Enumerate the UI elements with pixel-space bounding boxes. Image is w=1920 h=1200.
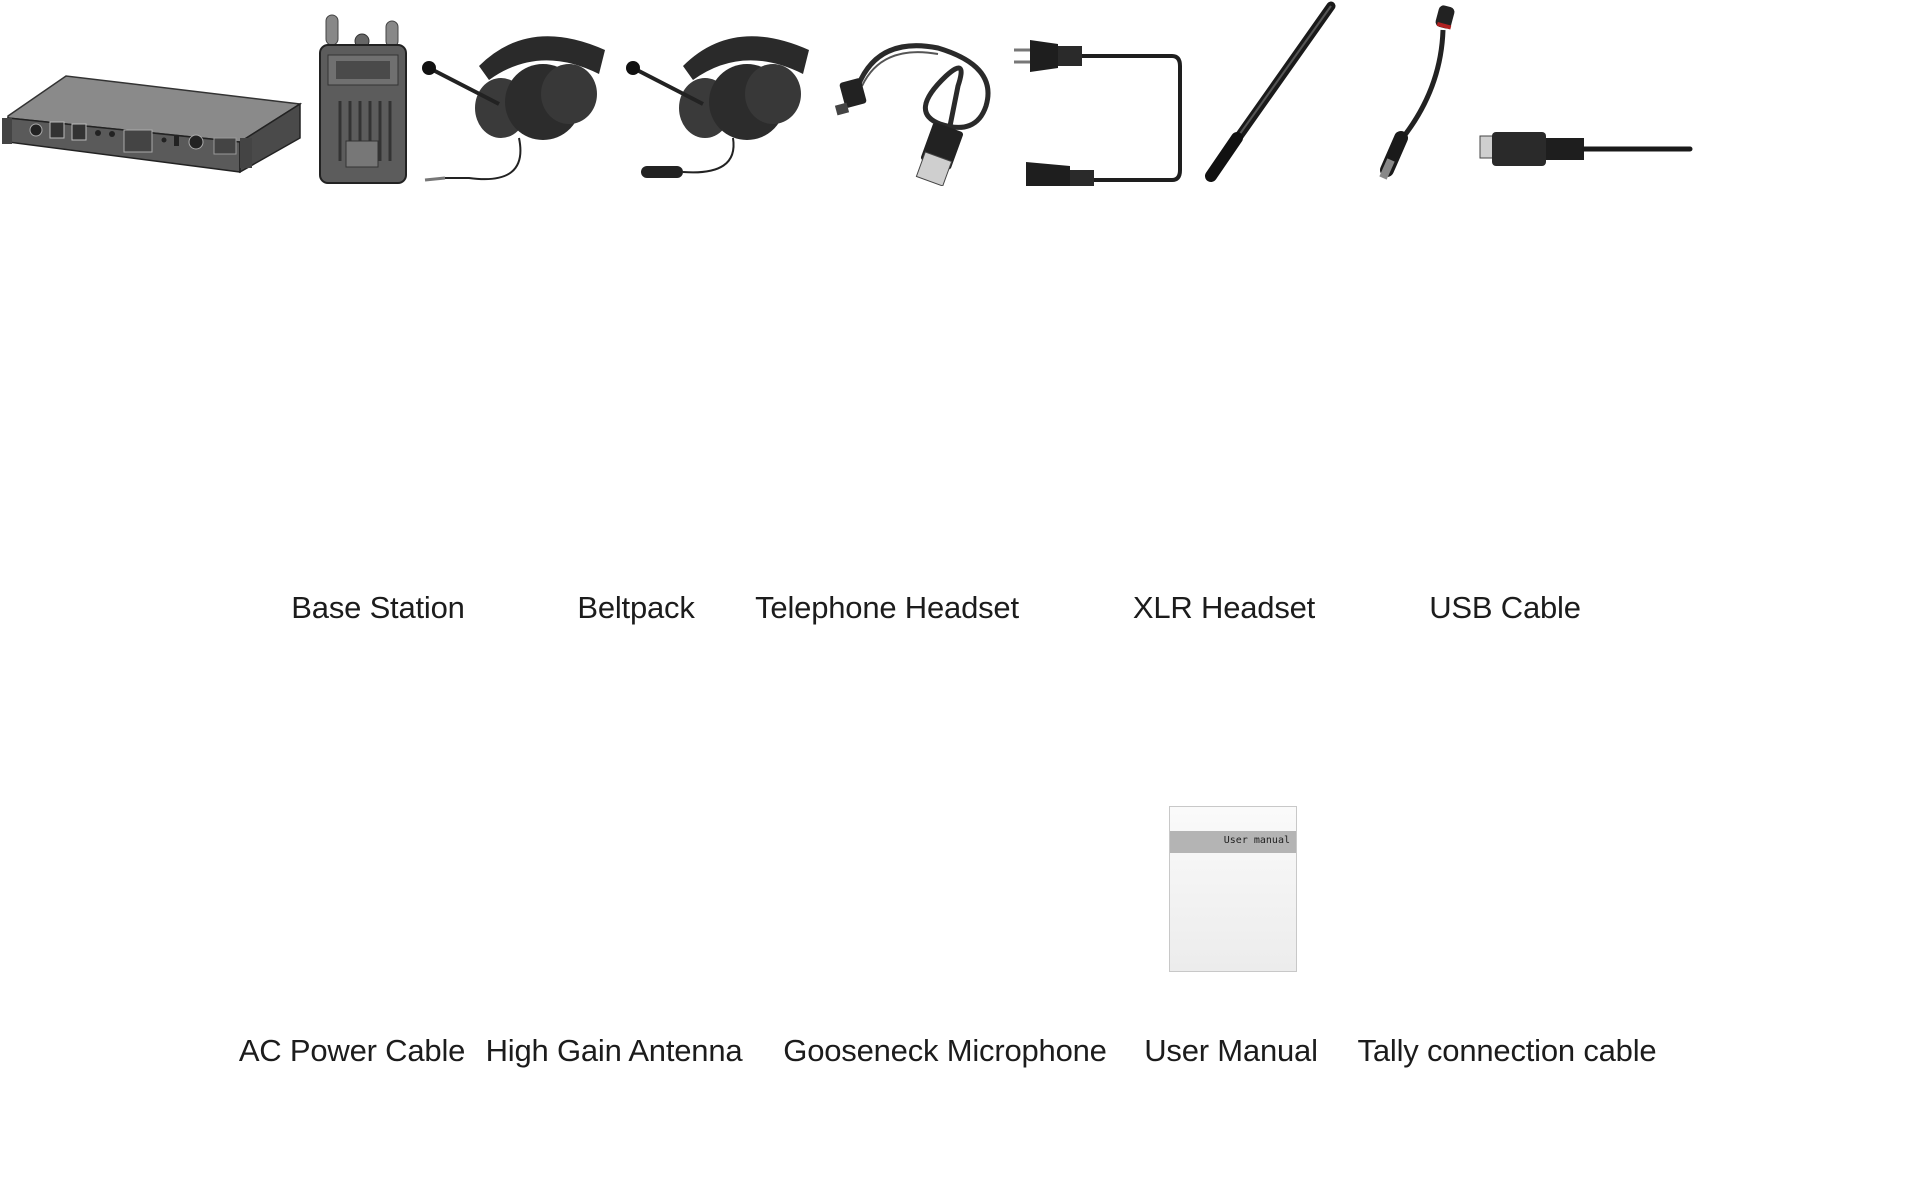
telephone-headset-label: Telephone Headset — [755, 590, 1019, 625]
high-gain-antenna-illustration — [1204, 1, 1336, 182]
usb-cable-illustration — [834, 43, 991, 187]
gooseneck-microphone-label: Gooseneck Microphone — [783, 1033, 1107, 1068]
user-manual-illustration: User manual — [1169, 806, 1297, 972]
user-manual-cover-band — [1170, 831, 1296, 853]
base-station-illustration — [2, 75, 303, 174]
user-manual-cover-text: User manual — [1223, 835, 1290, 846]
high-gain-antenna-label: High Gain Antenna — [485, 1033, 743, 1068]
tally-connection-cable-label: Tally connection cable — [1357, 1033, 1657, 1068]
user-manual-label: User Manual — [1144, 1033, 1318, 1068]
gooseneck-microphone-illustration — [1379, 5, 1455, 180]
usb-cable-label: USB Cable — [1429, 590, 1581, 625]
beltpack-label: Beltpack — [577, 590, 695, 625]
ac-power-cable-illustration — [1014, 40, 1183, 194]
xlr-headset-illustration — [626, 36, 810, 178]
telephone-headset-illustration — [421, 36, 605, 182]
tally-connection-cable-illustration — [1479, 132, 1693, 166]
base-station-label: Base Station — [291, 590, 465, 625]
ac-power-cable-label: AC Power Cable — [238, 1033, 466, 1068]
beltpack-illustration — [319, 14, 408, 184]
xlr-headset-label: XLR Headset — [1132, 590, 1316, 625]
